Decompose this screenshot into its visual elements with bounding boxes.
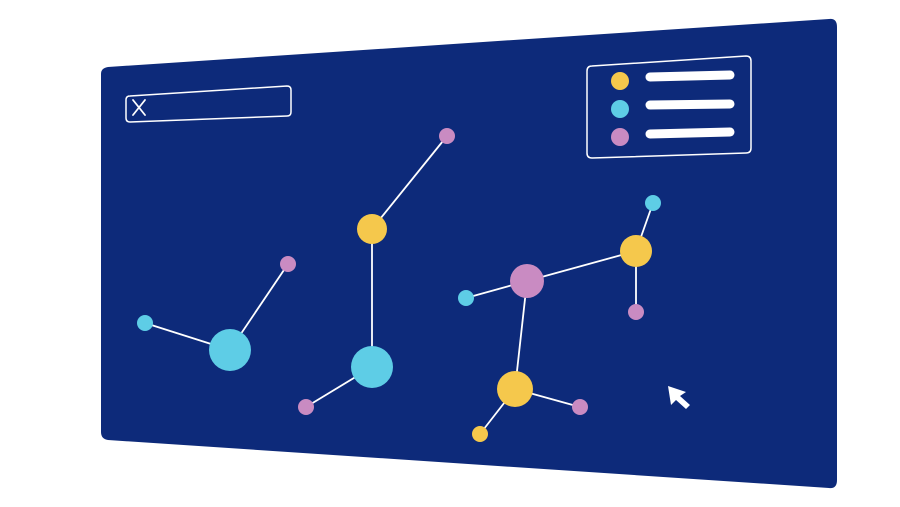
legend-item <box>611 70 735 90</box>
legend-box <box>586 55 752 159</box>
legend-swatch <box>611 100 629 118</box>
graph-node[interactable] <box>620 235 652 267</box>
graph-node[interactable] <box>645 195 661 211</box>
legend-label-bar <box>645 127 735 139</box>
close-icon[interactable] <box>132 99 146 116</box>
graph-edge <box>526 250 637 282</box>
graph-node[interactable] <box>510 264 544 298</box>
search-input-box <box>125 85 292 123</box>
legend-item <box>611 127 735 146</box>
graph-edge <box>514 280 528 390</box>
cursor-arrow-icon <box>668 386 690 409</box>
legend-item <box>611 99 735 118</box>
legend <box>586 55 752 159</box>
graph-nodes <box>137 128 661 442</box>
graph-node[interactable] <box>209 329 251 371</box>
graph-node[interactable] <box>628 304 644 320</box>
graph-node[interactable] <box>572 399 588 415</box>
legend-label-bar <box>645 99 735 110</box>
graph-edge <box>371 135 448 230</box>
graph-node[interactable] <box>298 399 314 415</box>
graph-node[interactable] <box>357 214 387 244</box>
search-input[interactable] <box>125 85 292 123</box>
legend-swatch <box>611 72 629 90</box>
graph-node[interactable] <box>351 346 393 388</box>
graph-node[interactable] <box>458 290 474 306</box>
graph-node[interactable] <box>280 256 296 272</box>
legend-label-bar <box>645 70 735 82</box>
graph-node[interactable] <box>439 128 455 144</box>
graph-node[interactable] <box>497 371 533 407</box>
graph-node[interactable] <box>472 426 488 442</box>
legend-swatch <box>611 128 629 146</box>
graph-node[interactable] <box>137 315 153 331</box>
graph-panel <box>101 18 837 489</box>
